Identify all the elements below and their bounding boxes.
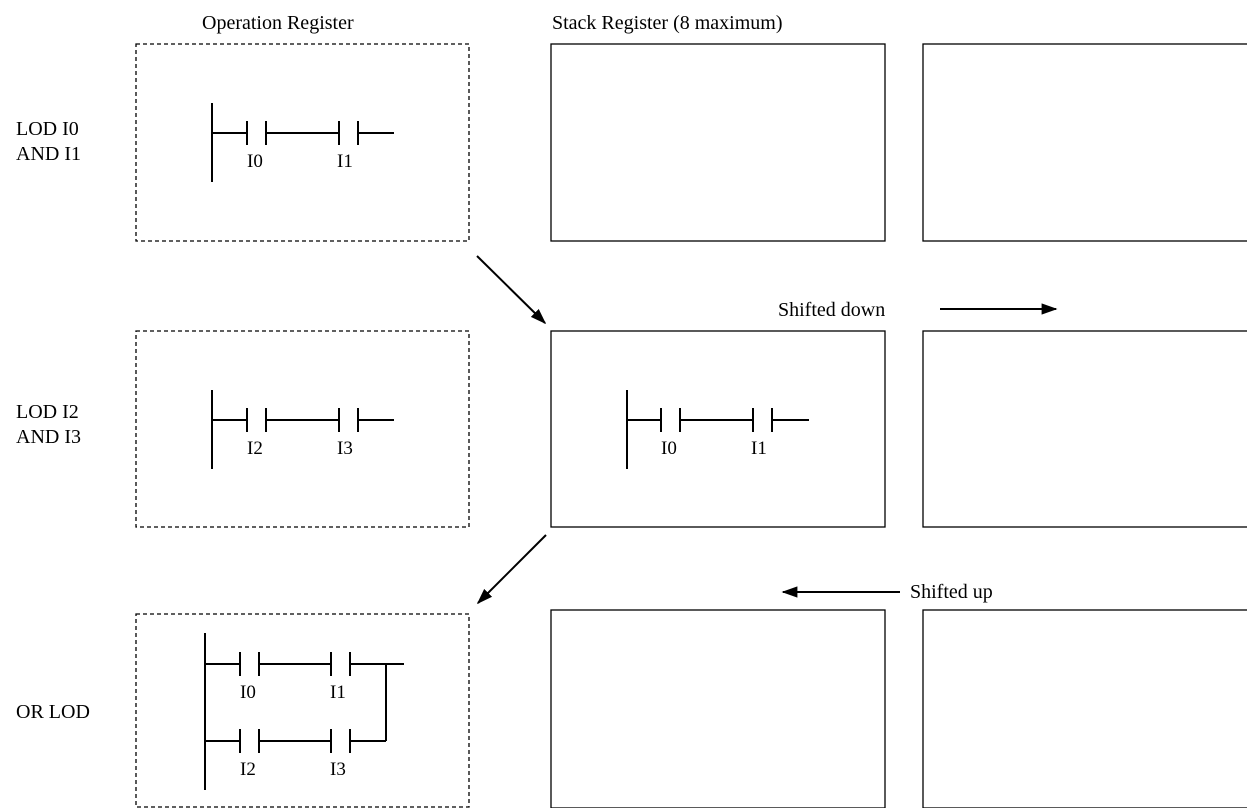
step-label-1: LOD I0 AND I1 (16, 118, 81, 165)
contact-label: I3 (330, 759, 346, 780)
contact-label: I2 (240, 759, 256, 780)
contact-label: I2 (247, 438, 263, 459)
push-arrow (476, 255, 547, 325)
contact-label: I1 (751, 438, 767, 459)
contact-label: I3 (337, 438, 353, 459)
shifted-down-label: Shifted down (778, 299, 885, 321)
step-label-1-line2: AND I1 (16, 143, 81, 165)
pop-arrow (476, 534, 547, 605)
contact-label: I0 (240, 682, 256, 703)
shifted-up-label: Shifted up (910, 581, 993, 603)
contact-label: I1 (330, 682, 346, 703)
step-label-3: OR LOD (16, 701, 90, 723)
stack-register-box-1-1 (550, 43, 886, 242)
ladder-rung-op3: I0 I1 I2 I3 (204, 633, 404, 790)
operation-register-box-3 (135, 613, 470, 808)
contact-label: I0 (661, 438, 677, 459)
stack-register-box-1-2 (922, 43, 1247, 242)
stack-register-box-3-1 (550, 609, 886, 808)
contact-label: I0 (247, 151, 263, 172)
stack-register-box-2-2 (922, 330, 1247, 528)
ladder-rung-op2: I2 I3 (211, 390, 394, 469)
step-label-2: LOD I2 AND I3 (16, 401, 81, 448)
contact-label: I1 (337, 151, 353, 172)
step-label-2-line2: AND I3 (16, 426, 81, 448)
step-label-1-line1: LOD I0 (16, 118, 79, 140)
step-label-3-line1: OR LOD (16, 701, 90, 723)
ladder-rung-op1: I0 I1 (211, 103, 394, 182)
stack-register-box-3-2 (922, 609, 1247, 808)
operation-register-box-2 (135, 330, 470, 528)
ladder-rung-stack: I0 I1 (626, 390, 809, 469)
stack-register-header: Stack Register (8 maximum) (552, 12, 783, 34)
operation-register-box-1 (135, 43, 470, 242)
stack-register-box-2-1 (550, 330, 886, 528)
operation-register-header: Operation Register (202, 12, 354, 34)
step-label-2-line1: LOD I2 (16, 401, 79, 423)
